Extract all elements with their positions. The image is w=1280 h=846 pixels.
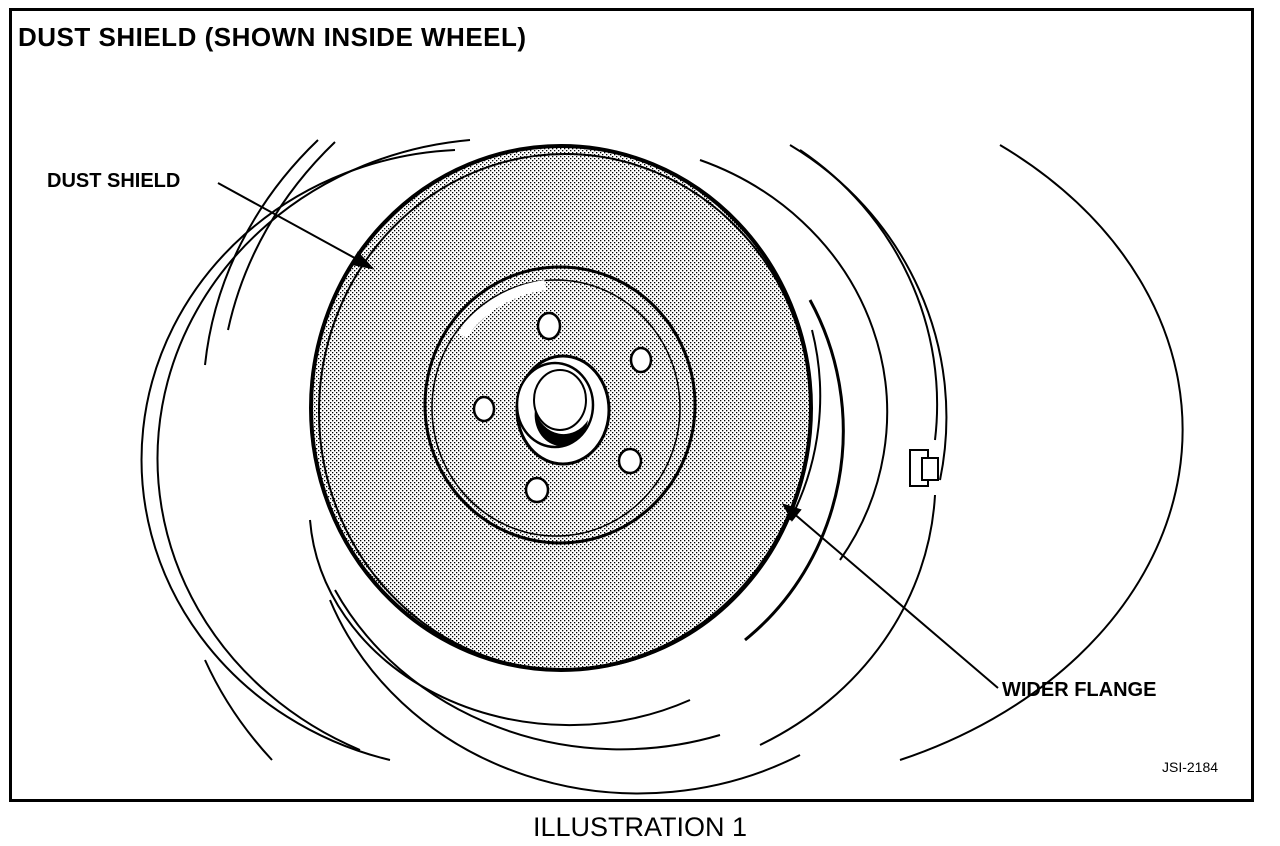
dust-shield-label: DUST SHIELD <box>47 170 181 192</box>
valve-stem <box>909 449 939 487</box>
lug-hole <box>629 346 653 374</box>
hub-outer-ring <box>423 265 697 545</box>
wider-flange-arrowhead <box>781 503 802 522</box>
page-title: DUST SHIELD (SHOWN INSIDE WHEEL) <box>18 22 527 52</box>
dust-shield-edge <box>318 153 812 671</box>
wider-flange <box>744 299 845 642</box>
lug-hole <box>472 395 496 423</box>
dust-shield-leader <box>217 182 363 263</box>
figure-caption: ILLUSTRATION 1 <box>532 812 748 842</box>
spindle-inner <box>533 369 587 431</box>
wider-flange-leader <box>791 511 999 689</box>
wider-flange-label: WIDER FLANGE <box>1002 679 1157 701</box>
tire-outline <box>204 139 1184 761</box>
dust-shield-arrowhead <box>350 251 375 270</box>
hub-highlight <box>457 280 546 338</box>
figure-code: JSI-2184 <box>1162 759 1219 775</box>
lug-hole <box>536 311 562 341</box>
lug-hole <box>617 447 643 475</box>
lug-hole <box>524 476 550 504</box>
diagram-frame <box>9 8 1254 802</box>
wheel-rim <box>140 139 948 795</box>
wider-flange-lip <box>789 329 822 521</box>
hub-inner-ring <box>431 279 681 537</box>
lug-holes <box>472 311 653 504</box>
leader-lines <box>217 182 999 689</box>
spindle-shading <box>534 410 588 446</box>
